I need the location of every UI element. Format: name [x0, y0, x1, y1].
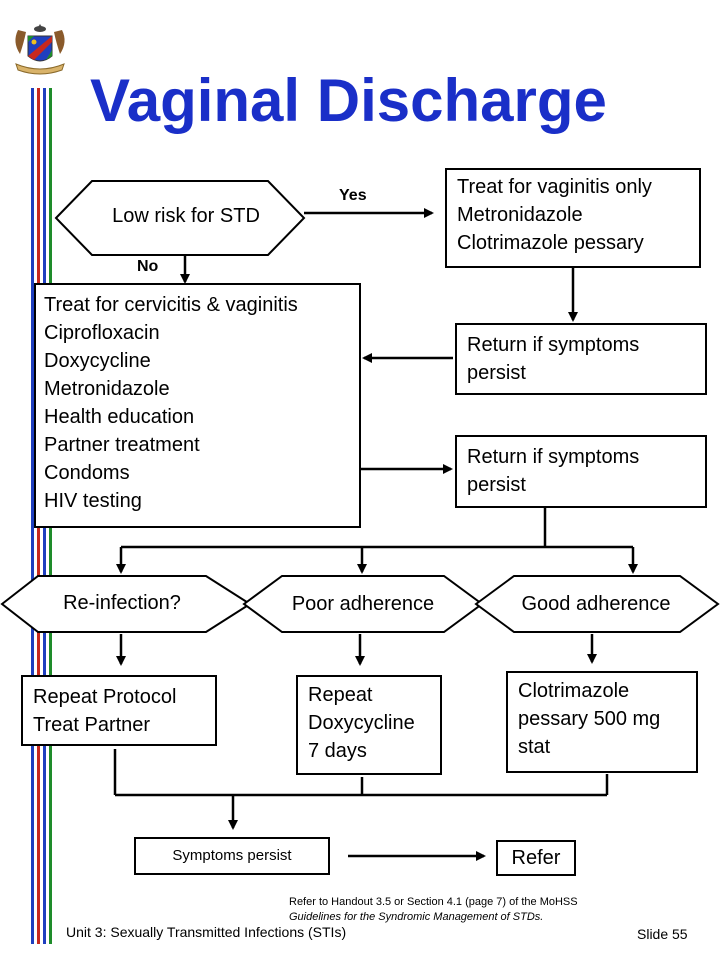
footer-unit: Unit 3: Sexually Transmitted Infections … [66, 924, 347, 940]
cervicitis-line: Partner treatment [44, 434, 200, 456]
reference-note: Refer to Handout 3.5 or Section 4.1 (pag… [289, 895, 689, 925]
return-line: Return if symptoms [467, 446, 640, 468]
clotrimazole-box: Clotrimazole pessary 500 mg stat [506, 671, 698, 773]
repeat-doxy-line: Repeat [308, 684, 373, 706]
clotrimazole-line: Clotrimazole [518, 680, 630, 702]
decision-label: Low risk for STD [112, 205, 260, 227]
reinfection-label: Re-infection? [63, 592, 181, 614]
symptoms-persist-box: Symptoms persist [134, 837, 330, 875]
cervicitis-line: Condoms [44, 462, 130, 484]
repeat-protocol-line: Repeat Protocol [33, 686, 177, 708]
coat-of-arms-logo [8, 20, 72, 80]
cervicitis-line: Doxycycline [44, 350, 151, 372]
cervicitis-line: Ciprofloxacin [44, 322, 160, 344]
repeat-doxycycline-box: Repeat Doxycycline 7 days [296, 675, 442, 775]
return-if-persist-box-1: Return if symptoms persist [455, 323, 707, 395]
vaginitis-line: Metronidazole [457, 204, 583, 226]
refer-box: Refer [496, 840, 576, 876]
note-line: Refer to Handout 3.5 or Section 4.1 (pag… [289, 896, 578, 908]
footer-slide-number: Slide 55 [637, 926, 688, 942]
return-line: Return if symptoms [467, 334, 640, 356]
symptoms-persist-label: Symptoms persist [172, 847, 292, 864]
decision-hexagon [54, 180, 306, 256]
cervicitis-line: HIV testing [44, 490, 142, 512]
cervicitis-line: Treat for cervicitis & vaginitis [44, 294, 298, 316]
cervicitis-line: Health education [44, 406, 195, 428]
vaginitis-line: Treat for vaginitis only [457, 176, 652, 198]
note-line: Guidelines for the Syndromic Management … [289, 911, 544, 923]
return-line: persist [467, 474, 526, 496]
repeat-protocol-line: Treat Partner [33, 714, 151, 736]
good-adherence-label: Good adherence [521, 593, 671, 615]
yes-label: Yes [339, 187, 367, 204]
no-label: No [137, 258, 159, 275]
repeat-doxy-line: Doxycycline [308, 712, 415, 734]
vaginitis-treatment-box: Treat for vaginitis only Metronidazole C… [445, 168, 701, 268]
poor-adherence-label: Poor adherence [291, 593, 435, 615]
cervicitis-line: Metronidazole [44, 378, 170, 400]
return-line: persist [467, 362, 526, 384]
refer-label: Refer [511, 847, 561, 869]
good-adherence-hexagon [474, 575, 720, 633]
return-if-persist-box-2: Return if symptoms persist [455, 435, 707, 508]
clotrimazole-line: stat [518, 736, 551, 758]
repeat-protocol-box: Repeat Protocol Treat Partner [21, 675, 217, 746]
repeat-doxy-line: 7 days [308, 740, 367, 762]
clotrimazole-line: pessary 500 mg [518, 708, 661, 730]
vaginitis-line: Clotrimazole pessary [457, 232, 644, 254]
cervicitis-treatment-box: Treat for cervicitis & vaginitis Ciprofl… [34, 283, 361, 528]
stripe-blue [31, 88, 34, 944]
page-title: Vaginal Discharge [90, 67, 607, 134]
